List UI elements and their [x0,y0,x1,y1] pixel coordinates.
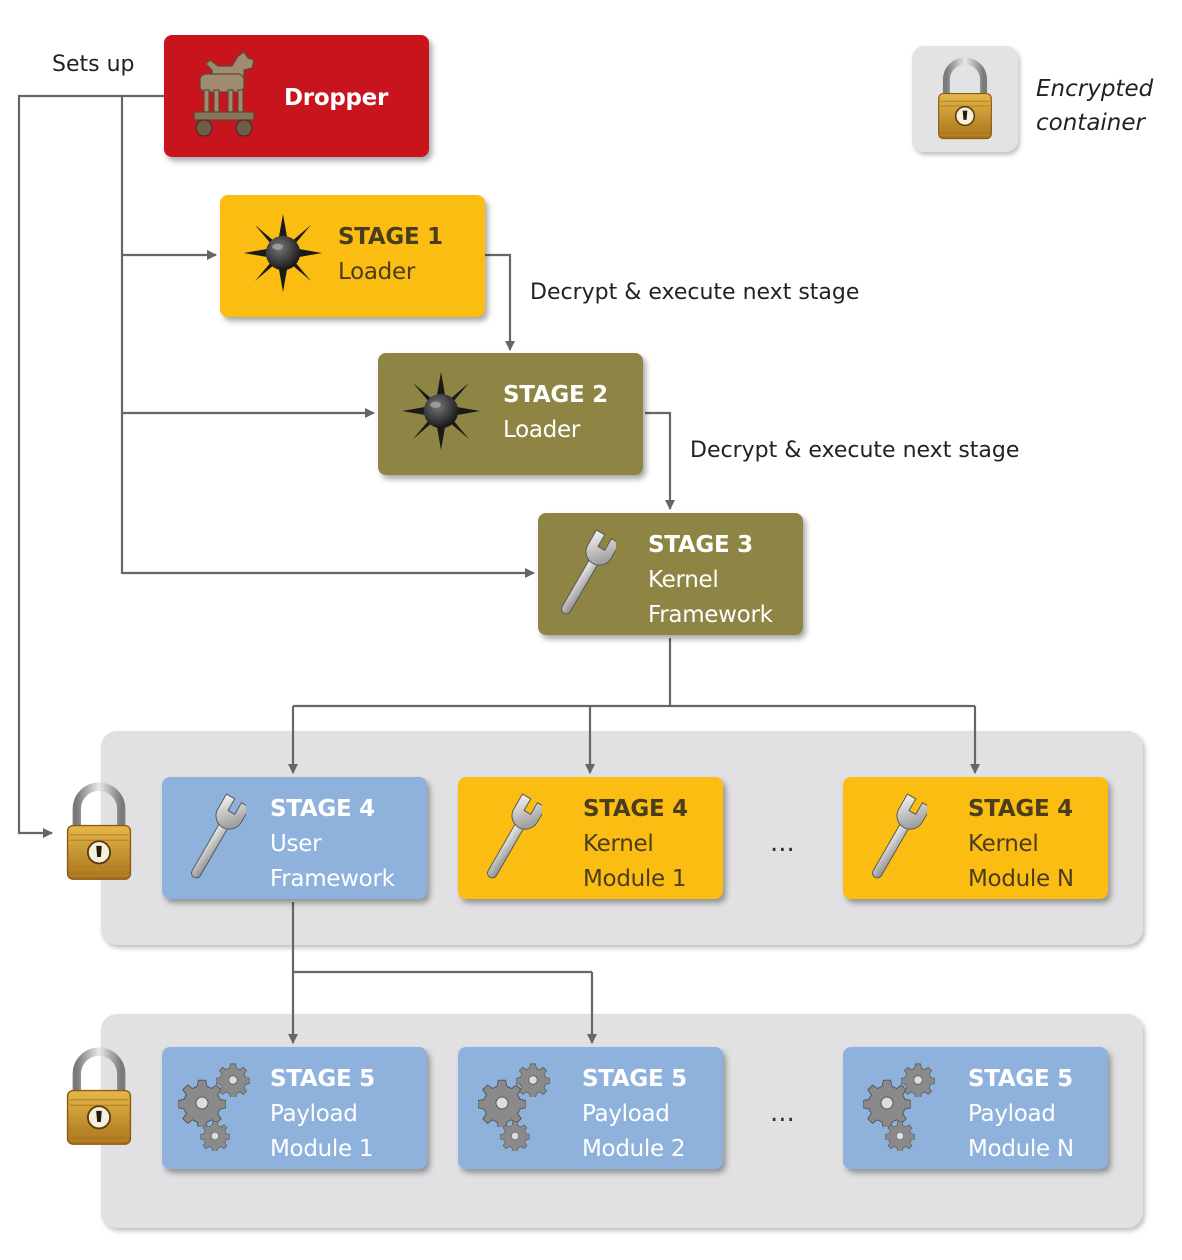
stage2-loader-node: STAGE 2 Loader [378,353,643,475]
stage4-kernelN-line2: Module N [968,866,1074,892]
stage1-title: STAGE 1 [338,224,443,250]
dropper-title: Dropper [284,85,389,111]
stage5-payload1-title: STAGE 5 [270,1066,375,1092]
stage2-line1: Loader [503,417,580,443]
decrypt-label-1: Decrypt & execute next stage [530,280,860,305]
stage4-kernel-module1-node: STAGE 4 Kernel Module 1 [458,777,723,899]
connector-stage2-to-stage3 [645,411,675,510]
stage3-line1: Kernel [648,567,719,593]
stage4-ellipsis: ... [770,828,795,858]
stage4-user-line1: User [270,831,322,857]
stage4-kernelN-title: STAGE 4 [968,796,1073,822]
wrench-icon [186,791,246,887]
stage4-kernel1-line2: Module 1 [583,866,687,892]
padlock-icon [62,1043,136,1151]
stage3-line2: Framework [648,602,773,628]
sets-up-label: Sets up [52,52,135,77]
stage5-payload1-line1: Payload [270,1101,358,1127]
stage1-line1: Loader [338,259,415,285]
stage4-kernel1-title: STAGE 4 [583,796,688,822]
connector-dropper-to-stage4-container [17,94,164,838]
wrench-icon [556,527,616,623]
stage4-user-title: STAGE 4 [270,796,375,822]
spiked-mine-icon [244,211,322,295]
legend-line2: container [1036,110,1145,136]
legend-line1: Encrypted [1036,76,1154,102]
gears-icon [178,1063,258,1153]
gears-icon [478,1063,558,1153]
trojan-horse-icon [186,49,266,141]
stage4-kernel-moduleN-node: STAGE 4 Kernel Module N [843,777,1108,899]
padlock-icon [62,778,136,886]
stage4-user-framework-node: STAGE 4 User Framework [162,777,427,899]
stage5-ellipsis: ... [770,1098,795,1128]
stage5-payload1-line2: Module 1 [270,1136,374,1162]
stage3-title: STAGE 3 [648,532,753,558]
stage5-payload2-title: STAGE 5 [582,1066,687,1092]
stage5-payload2-line1: Payload [582,1101,670,1127]
stage4-kernelN-line1: Kernel [968,831,1039,857]
padlock-icon [934,54,996,144]
legend-swatch [912,46,1018,152]
stage5-payloadN-title: STAGE 5 [968,1066,1073,1092]
stage5-payload-module1-node: STAGE 5 Payload Module 1 [162,1047,427,1169]
wrench-icon [867,791,927,887]
stage3-kernel-framework-node: STAGE 3 Kernel Framework [538,513,803,635]
stage5-payload-moduleN-node: STAGE 5 Payload Module N [843,1047,1108,1169]
wrench-icon [482,791,542,887]
stage5-payload-module2-node: STAGE 5 Payload Module 2 [458,1047,723,1169]
gears-icon [863,1063,943,1153]
connector-stage1-to-stage2 [485,253,515,351]
stage4-kernel1-line1: Kernel [583,831,654,857]
dropper-node: Dropper [164,35,429,157]
stage5-payloadN-line2: Module N [968,1136,1074,1162]
spiked-mine-icon [402,369,480,453]
decrypt-label-2: Decrypt & execute next stage [690,438,1020,463]
stage1-loader-node: STAGE 1 Loader [220,195,485,317]
stage4-user-line2: Framework [270,866,395,892]
stage5-payload2-line2: Module 2 [582,1136,686,1162]
legend-label: Encrypted container [1036,72,1153,140]
stage2-title: STAGE 2 [503,382,608,408]
stage5-payloadN-line1: Payload [968,1101,1056,1127]
